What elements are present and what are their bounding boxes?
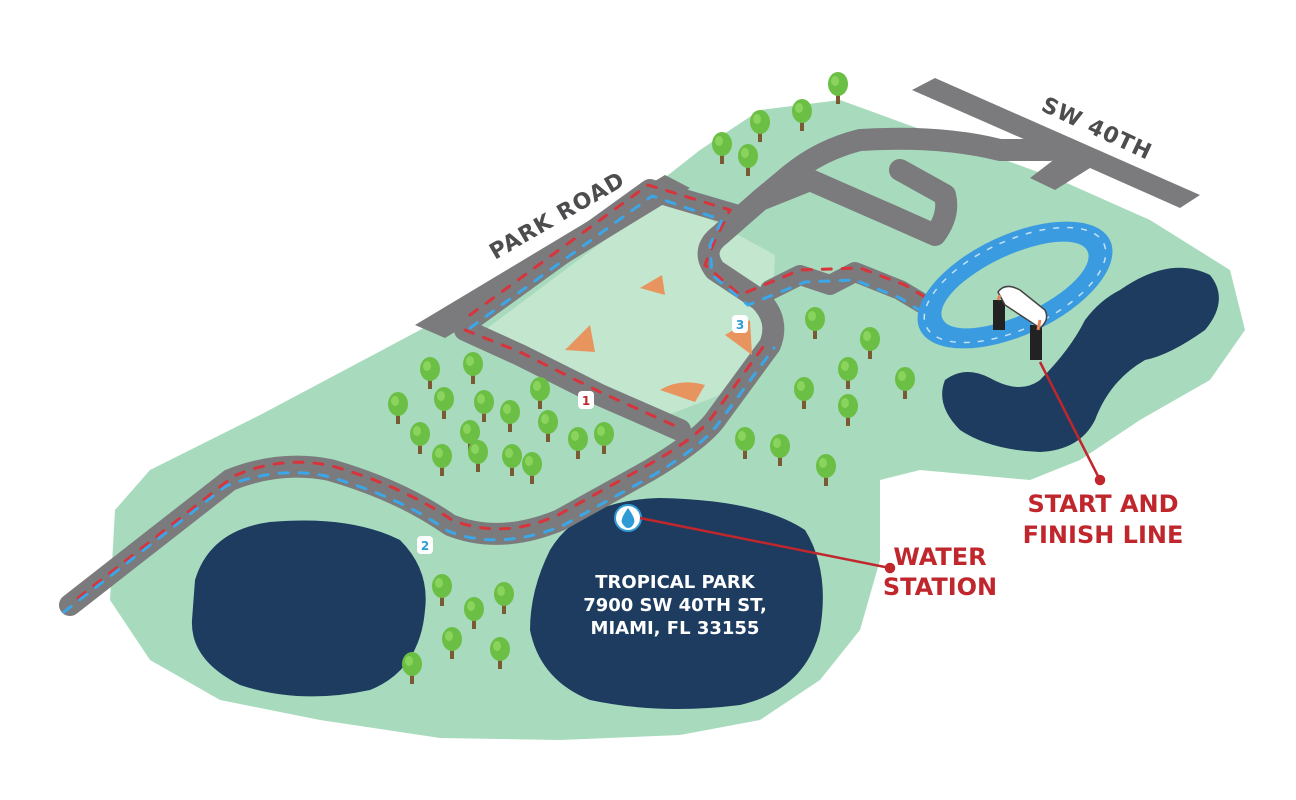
marker-3: 3 [732,315,748,333]
location-city: MIAMI, FL 33155 [591,618,760,639]
location-street: 7900 SW 40TH ST, [583,595,767,616]
running-track [917,221,1113,349]
marker-3-label: 3 [736,318,744,332]
internal-roads [59,127,1061,616]
callout-lines [639,361,1106,574]
race-route [62,183,957,614]
marker-2-label: 2 [421,539,429,553]
pond-east [942,267,1219,452]
location-name: TROPICAL PARK [595,572,756,593]
marker-1: 1 [578,391,594,409]
water-drop-icon [614,504,642,532]
marker-1-label: 1 [582,394,590,408]
water-station-label-line2: STATION [883,573,997,601]
pond-center [530,498,823,709]
marker-2: 2 [417,536,433,554]
water-station-label-line1: WATER [893,543,986,571]
start-finish-label-line2: FINISH LINE [1023,521,1184,549]
pond-west [191,520,426,697]
start-finish-label-line1: START AND [1027,490,1178,518]
arch-icon [993,285,1048,360]
